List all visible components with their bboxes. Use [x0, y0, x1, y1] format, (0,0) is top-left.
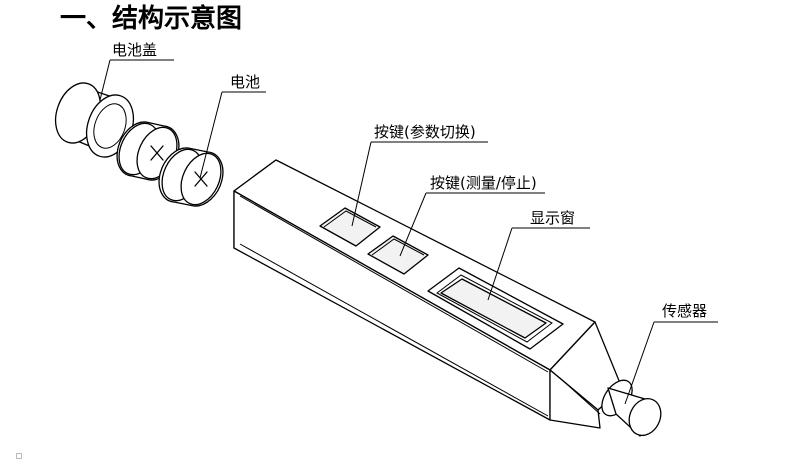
sensor [601, 379, 662, 437]
label-battery-cover: 电池盖 [112, 41, 157, 59]
label-button-mode: 按键(参数切换) [374, 123, 476, 141]
label-display: 显示窗 [530, 209, 575, 227]
battery-2 [158, 147, 224, 207]
label-battery: 电池 [230, 73, 260, 91]
pen-body [233, 159, 623, 429]
button-mode [319, 207, 381, 247]
button-measure [367, 235, 429, 275]
page-title: 一、结构示意图 [60, 4, 243, 34]
corner-mark [16, 453, 22, 459]
label-sensor: 传感器 [662, 302, 707, 320]
label-button-measure: 按键(测量/停止) [430, 174, 537, 192]
display-window [427, 267, 564, 350]
leader-lines [99, 59, 718, 405]
